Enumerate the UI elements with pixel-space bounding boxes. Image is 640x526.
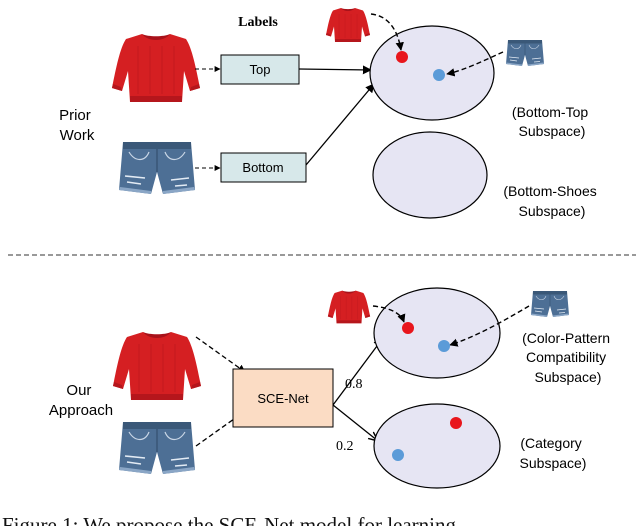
weight-upper: 0.8 <box>345 377 363 392</box>
our-approach-label: Our Approach <box>49 382 113 419</box>
prior-work-label: Prior Work <box>59 107 95 144</box>
sce-net-box <box>232 368 334 428</box>
dashed-arrow-shorts-to-point-2 <box>449 305 530 347</box>
arrow-net-to-color-pattern <box>332 338 383 406</box>
sweater-icon <box>112 331 202 401</box>
blue-point <box>433 69 445 81</box>
subspace-label-color-pattern: (Color-Pattern Compatibility Subspace) <box>522 330 614 385</box>
subspace-ellipse-bottom-top <box>369 25 495 121</box>
denim-shorts-icon <box>530 290 570 318</box>
sce-net-label: SCE-Net <box>257 391 309 406</box>
labels-heading: Labels <box>238 15 278 30</box>
denim-shorts-icon <box>118 421 196 475</box>
figure-caption: Figure 1: We propose the SCE-Net model f… <box>2 513 456 526</box>
subspace-label-bottom-top: (Bottom-Top Subspace) <box>512 104 592 139</box>
sweater-icon <box>111 33 201 103</box>
arrow-bottom-to-subspace <box>305 83 375 166</box>
blue-point <box>438 340 450 352</box>
red-point <box>450 417 462 429</box>
dashed-arrow-sweater-to-net <box>195 336 246 373</box>
sweater-icon <box>325 7 371 43</box>
label-box-top <box>220 54 300 85</box>
red-point <box>396 51 408 63</box>
blue-point <box>392 449 404 461</box>
dashed-arrow-sweater-to-point-2 <box>372 305 406 323</box>
dashed-arrow-shorts-to-net <box>195 413 242 447</box>
arrow-net-to-category <box>332 404 378 441</box>
weight-lower: 0.2 <box>336 439 354 454</box>
red-point <box>402 322 414 334</box>
arrow-top-to-subspace <box>298 65 372 75</box>
label-box-bottom-text: Bottom <box>242 160 283 175</box>
subspace-ellipse-category <box>373 403 501 489</box>
sweater-icon <box>327 290 371 324</box>
subspace-label-bottom-shoes: (Bottom-Shoes Subspace) <box>503 183 600 219</box>
subspace-label-category: (Category Subspace) <box>520 435 587 471</box>
label-box-bottom <box>220 152 307 183</box>
dashed-arrow-sweater-to-point <box>370 13 404 51</box>
denim-shorts-icon <box>505 39 545 67</box>
label-box-top-text: Top <box>250 62 271 77</box>
subspace-ellipse-color-pattern <box>373 287 501 379</box>
subspace-ellipse-bottom-shoes <box>372 131 488 219</box>
denim-shorts-icon <box>118 141 196 195</box>
